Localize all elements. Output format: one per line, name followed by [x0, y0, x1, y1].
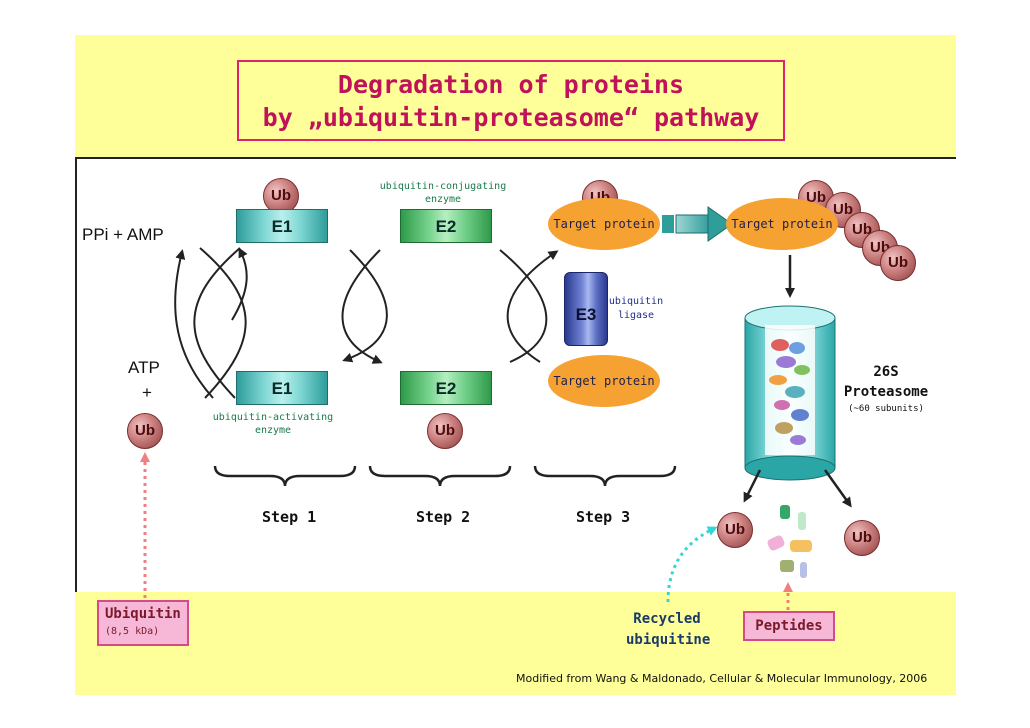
act-enzyme-line-1: ubiquitin-activating	[212, 412, 334, 423]
peptides-box: Peptides	[743, 611, 835, 641]
e1-bottom: E1	[236, 371, 328, 405]
ub-released-left: Ub	[717, 512, 753, 548]
protein-blobs	[769, 339, 810, 445]
target-protein-polyub: Target protein	[726, 198, 838, 250]
plus-label: +	[142, 383, 152, 402]
conj-enzyme-label: ubiquitin-conjugating enzyme	[378, 180, 508, 206]
step3-arcs	[499, 249, 559, 363]
citation: Modified from Wang & Maldonado, Cellular…	[516, 672, 928, 685]
e2-bottom: E2	[400, 371, 492, 405]
ub-on-e1-top: Ub	[263, 178, 299, 214]
proteasome-subunits: (~60 subunits)	[848, 404, 924, 414]
arrow-out-right	[823, 469, 852, 508]
step-braces	[213, 465, 677, 487]
atp-label: ATP	[128, 358, 160, 377]
step2-arcs	[341, 249, 388, 364]
title-box: Degradation of proteins by „ubiquitin-pr…	[237, 60, 785, 141]
recycled-line-2: ubiquitine	[626, 632, 711, 648]
peptide-fragments	[767, 505, 812, 578]
step1-arcs	[174, 247, 248, 399]
conj-enzyme-line-2: enzyme	[424, 194, 462, 205]
ligase-line-2: ligase	[617, 310, 655, 321]
proteasome-name: Proteasome	[843, 384, 929, 400]
ligase-label: ubiquitin ligase	[608, 295, 664, 323]
ub-on-e2-bottom: Ub	[427, 413, 463, 449]
proteasome-cylinder	[744, 305, 836, 481]
peptides-label: Peptides	[755, 618, 823, 634]
e1-top: E1	[236, 209, 328, 243]
recycled-line-1: Recycled	[633, 611, 701, 627]
step-1-label: Step 1	[262, 508, 317, 526]
ub-free: Ub	[127, 413, 163, 449]
ubiquitin-size: (8,5 kDa)	[105, 626, 160, 637]
target-protein-free: Target protein	[548, 355, 660, 407]
target-protein-with-ub: Target protein	[548, 198, 660, 250]
ub-released-right: Ub	[844, 520, 880, 556]
ub-chain-5: Ub	[880, 245, 916, 281]
arrow-out-left	[743, 469, 762, 503]
act-enzyme-label: ubiquitin-activating enzyme	[206, 411, 340, 437]
step-2-label: Step 2	[416, 508, 471, 526]
ligase-line-1: ubiquitin	[608, 296, 664, 307]
proteasome-26s: 26S	[873, 364, 899, 380]
act-enzyme-line-2: enzyme	[254, 425, 292, 436]
step-3-label: Step 3	[576, 508, 631, 526]
recycled-arrow	[666, 526, 718, 603]
ubiquitin-box: Ubiquitin (8,5 kDa)	[97, 600, 189, 646]
e2-top: E2	[400, 209, 492, 243]
title-line-2: by „ubiquitin-proteasome“ pathway	[262, 103, 760, 132]
conj-enzyme-line-1: ubiquitin-conjugating	[379, 181, 507, 192]
big-transfer-arrow	[662, 206, 733, 242]
e3-ligase: E3	[564, 272, 608, 346]
title-line-1: Degradation of proteins	[337, 70, 685, 99]
recycled-box: Recycled ubiquitine	[624, 607, 710, 653]
ubiquitin-label: Ubiquitin	[105, 606, 181, 622]
ppi-amp-label: PPi + AMP	[82, 225, 164, 244]
proteasome-label: 26S Proteasome (~60 subunits)	[836, 362, 936, 416]
